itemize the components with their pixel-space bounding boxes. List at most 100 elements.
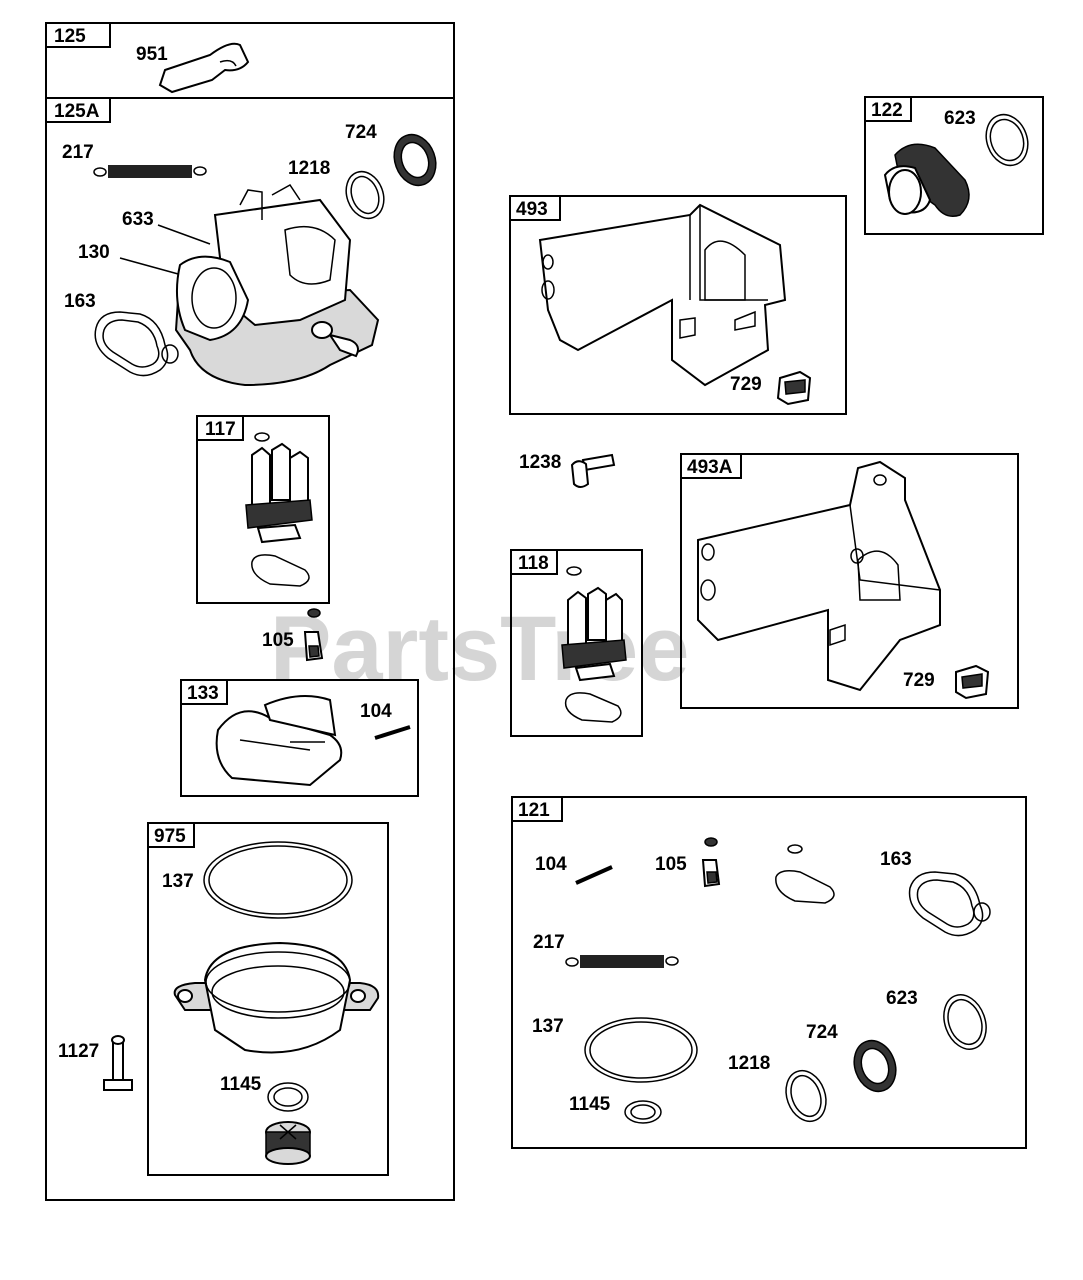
watermark: PartsTree [270, 598, 689, 700]
kit-493a-id: 493A [687, 457, 733, 478]
part-label-104[interactable]: 104 [360, 701, 392, 722]
part-623-ring[interactable] [979, 109, 1034, 172]
part-951-lever[interactable] [158, 42, 250, 94]
kit-121-part-724-seal[interactable] [847, 1035, 902, 1098]
kit-118-frame [510, 549, 643, 737]
kit-975-tab [147, 822, 195, 848]
part-label-623[interactable]: 623 [944, 108, 976, 129]
part-118-fuel-bowl-valve[interactable] [561, 566, 627, 723]
kit-125-id: 125 [54, 26, 86, 47]
kit-121-part-623-ring[interactable] [937, 989, 994, 1055]
part-133-float[interactable] [215, 695, 343, 787]
kit-121-frame [511, 796, 1027, 1149]
part-label-724[interactable]: 724 [345, 122, 377, 143]
kit-122-tab [864, 96, 912, 122]
part-label-633[interactable]: 633 [122, 209, 154, 230]
kit-121-part-label-1145[interactable]: 1145 [569, 1094, 611, 1115]
part-label-1127[interactable]: 1127 [58, 1041, 99, 1062]
kit-121-part-1145-washer[interactable] [624, 1100, 662, 1124]
kit-493a-tab [680, 453, 742, 479]
kit-125a-tab [45, 97, 111, 123]
part-975-bowl-nut[interactable] [265, 1121, 311, 1165]
kit-493[interactable]: 493 [509, 195, 847, 415]
part-label-105[interactable]: 105 [262, 630, 294, 651]
kit-133-id: 133 [187, 683, 219, 704]
part-carburetor[interactable] [174, 184, 380, 387]
part-label-1218[interactable]: 1218 [288, 158, 330, 179]
kit-121-tab [511, 796, 563, 822]
kit-117-id: 117 [205, 419, 236, 440]
kit-117-frame [196, 415, 330, 604]
kit-975[interactable]: 975 [147, 822, 389, 1176]
kit-117[interactable]: 117 [196, 415, 330, 604]
kit-121-part-137-o-ring[interactable] [584, 1017, 698, 1083]
part-label-1238[interactable]: 1238 [519, 452, 561, 473]
part-1127-bolt[interactable] [103, 1035, 133, 1091]
kit-125a[interactable]: 125A [45, 97, 455, 1201]
part-label-729[interactable]: 729 [730, 374, 762, 395]
part-163-gasket[interactable] [94, 311, 179, 377]
kit-121-part-label-724[interactable]: 724 [806, 1022, 838, 1043]
kit-118[interactable]: 118 [510, 549, 643, 737]
kit-133-tab [180, 679, 228, 705]
kit-121-part-label-623[interactable]: 623 [886, 988, 918, 1009]
kit-121-part-label-1218[interactable]: 1218 [728, 1053, 770, 1074]
part-label-729-493a[interactable]: 729 [903, 670, 935, 691]
part-729-clip-493a[interactable] [955, 664, 990, 700]
part-1238-screw[interactable] [570, 453, 616, 488]
kit-121-part-label-217[interactable]: 217 [533, 932, 565, 953]
kit-121-part-label-104[interactable]: 104 [535, 854, 567, 875]
part-493-bracket[interactable] [538, 203, 787, 387]
part-117-fuel-bowl-valve[interactable] [245, 432, 313, 587]
kit-121-part-label-137[interactable]: 137 [532, 1016, 564, 1037]
part-1145-washer[interactable] [267, 1082, 309, 1112]
kit-133-frame [180, 679, 419, 797]
kit-118-id: 118 [518, 553, 549, 574]
kit-121-bowl-gasket[interactable] [775, 844, 835, 904]
kit-121-part-163-gasket[interactable] [908, 871, 991, 937]
kit-121-part-label-163[interactable]: 163 [880, 849, 912, 870]
kit-121-part-105-needle[interactable] [701, 837, 721, 888]
part-493a-bracket[interactable] [697, 460, 941, 692]
kit-493a[interactable]: 493A [680, 453, 1019, 709]
kit-125a-frame [45, 97, 455, 1201]
kit-121-part-217-spring[interactable] [565, 955, 679, 968]
kit-125-tab [45, 22, 111, 48]
part-104-pin[interactable] [374, 725, 411, 740]
kit-133[interactable]: 133 [180, 679, 419, 797]
part-137-o-ring[interactable] [203, 841, 353, 919]
kit-121[interactable]: 121 [511, 796, 1027, 1149]
part-105-needle[interactable] [303, 608, 324, 662]
part-729-clip[interactable] [776, 370, 812, 406]
kit-125a-id: 125A [54, 101, 100, 122]
kit-125[interactable]: 125 [45, 22, 455, 99]
kit-493-tab [509, 195, 561, 221]
kit-121-part-label-105[interactable]: 105 [655, 854, 687, 875]
kit-493-frame [509, 195, 847, 415]
kit-121-part-1218-gasket[interactable] [779, 1065, 832, 1127]
part-122-adapter[interactable] [883, 143, 970, 217]
part-1218-gasket[interactable] [340, 166, 390, 223]
part-label-130[interactable]: 130 [78, 242, 110, 263]
part-724-seal[interactable] [387, 129, 442, 192]
kit-122[interactable]: 122 [864, 96, 1044, 235]
kit-125-frame [45, 22, 455, 99]
part-975-float-bowl[interactable] [173, 941, 380, 1054]
kit-122-id: 122 [871, 100, 903, 121]
part-label-951[interactable]: 951 [136, 44, 168, 65]
kit-975-id: 975 [154, 826, 186, 847]
part-label-217[interactable]: 217 [62, 142, 94, 163]
part-217-spring[interactable] [93, 165, 207, 178]
kit-122-frame [864, 96, 1044, 235]
kit-117-tab [196, 415, 244, 441]
kit-493-id: 493 [516, 199, 548, 220]
kit-118-tab [510, 549, 558, 575]
kit-975-frame [147, 822, 389, 1176]
kit-121-id: 121 [518, 800, 550, 821]
kit-493a-frame [680, 453, 1019, 709]
part-label-1145[interactable]: 1145 [220, 1074, 262, 1095]
part-label-137[interactable]: 137 [162, 871, 194, 892]
kit-121-part-104-pin[interactable] [575, 865, 613, 885]
part-label-163[interactable]: 163 [64, 291, 96, 312]
